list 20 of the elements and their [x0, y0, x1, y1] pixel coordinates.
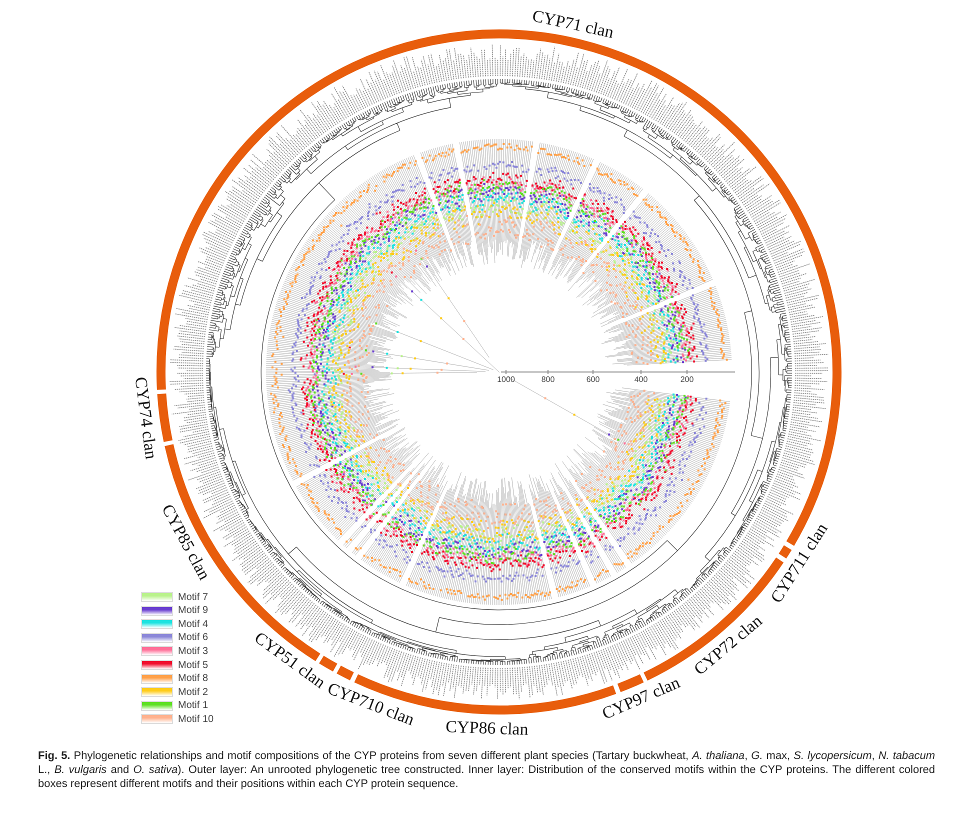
legend-label: Motif 7 [178, 592, 208, 602]
legend-label: Motif 5 [178, 660, 208, 670]
legend-label: Motif 1 [178, 700, 208, 712]
axis-tick-label: 800 [541, 376, 555, 384]
clan-label: CYP74 clan [132, 376, 160, 461]
legend-label: Motif 2 [178, 686, 208, 698]
axis-tick-label: 600 [586, 376, 600, 384]
clan-label: CYP71 clan [530, 6, 616, 41]
legend-label: Motif 3 [178, 646, 208, 657]
clan-label: CYP86 clan [444, 718, 528, 738]
legend-label: Motif 4 [178, 618, 208, 630]
legend-label: Motif 8 [178, 673, 208, 684]
axis-tick-label: 200 [680, 376, 694, 384]
clan-label: CYP97 clan [600, 674, 682, 723]
legend-label: Motif 10 [178, 714, 214, 725]
axis-tick-label: 400 [634, 376, 648, 384]
figure-caption: Fig. 5. Phylogenetic relationships and motif compositions of the CYP proteins from seven different plant species (Tartary buckwheat, A. thaliana, G. max, S. lycopersicum, N. tabacum L., B. vulgaris and O. sativa). Outer layer: An unrooted phylogenetic tree constructed. Inner layer: Distribution of the conserved motifs within the CYP proteins. The different colored boxes represent different motifs and their positions within each CYP protein sequence. [38, 749, 935, 791]
legend-label: Motif 6 [178, 632, 208, 644]
axis-tick-label: 1000 [497, 376, 515, 384]
legend-label: Motif 9 [178, 605, 208, 616]
